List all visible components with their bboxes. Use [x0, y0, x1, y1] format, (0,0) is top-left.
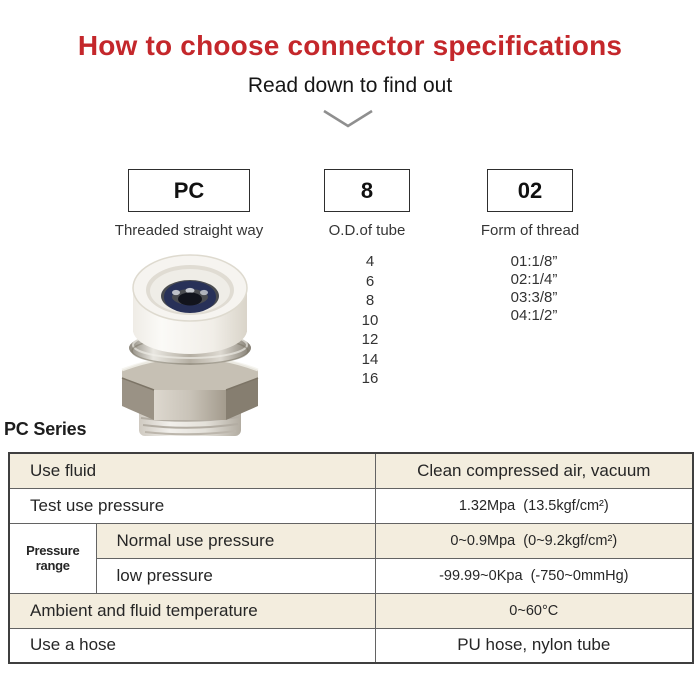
white-collar — [132, 254, 248, 354]
spec-label: low pressure — [95, 557, 376, 594]
table-row-use-fluid: Use fluid Clean compressed air, vacuum — [8, 452, 694, 489]
tube-od-option: 16 — [361, 370, 379, 387]
series-label: PC Series — [4, 419, 87, 439]
tube-od-option: 6 — [365, 272, 375, 290]
table-row-low-pressure: low pressure -99.99~0Kpa (-750~0mmHg) — [9, 557, 694, 594]
tube-od-options: 4 6 8 10 12 14 16 — [327, 252, 413, 389]
thread-form-options: 01:1/8” 02:1/4” 03:3/8” 04:1/2” — [488, 253, 580, 325]
code-box-series-text: PC — [173, 177, 205, 203]
code-box-tube-od-text: 8 — [360, 177, 374, 203]
spec-label: Use a hose — [8, 627, 376, 664]
code-box-thread-form: 02 — [487, 169, 573, 212]
spec-value: Clean compressed air, vacuum — [374, 452, 694, 489]
thread-form-option: 03:3/8” — [510, 289, 558, 306]
thread-form-option: 02:1/4” — [510, 271, 558, 288]
code-box-tube-od: 8 — [324, 169, 410, 212]
spec-value: PU hose, nylon tube — [374, 627, 694, 664]
hex-nut — [121, 355, 259, 420]
thread-form-option: 04:1/2” — [510, 307, 558, 324]
spec-value: 1.32Mpa (13.5kgf/cm²) — [374, 487, 694, 524]
tube-od-option: 4 — [365, 253, 375, 270]
thread-form-option: 01:1/8” — [510, 253, 558, 270]
segment-label-tube-od: O.D.of tube — [328, 222, 406, 239]
tube-od-option: 10 — [361, 311, 379, 329]
tube-od-option: 12 — [361, 331, 379, 348]
spec-value: 0~60°C — [374, 592, 694, 629]
tube-od-option: 14 — [361, 350, 379, 368]
spec-label: Use fluid — [8, 452, 376, 489]
page-subtitle: Read down to find out — [247, 74, 453, 97]
page-title: How to choose connector specifications — [77, 30, 623, 61]
table-row-temperature: Ambient and fluid temperature 0~60°C — [8, 592, 694, 629]
tube-od-option: 8 — [365, 292, 375, 309]
spec-value: -99.99~0Kpa (-750~0mmHg) — [374, 557, 694, 594]
spec-label: Normal use pressure — [95, 522, 376, 559]
chevron-down-icon — [323, 109, 373, 128]
spec-label: Test use pressure — [8, 487, 376, 524]
connector-photo — [121, 254, 259, 436]
spec-value: 0~0.9Mpa (0~9.2kgf/cm²) — [374, 522, 694, 559]
segment-label-thread-form: Form of thread — [480, 222, 580, 239]
table-row-hose: Use a hose PU hose, nylon tube — [8, 627, 694, 664]
table-row-test-pressure: Test use pressure 1.32Mpa (13.5kgf/cm²) — [8, 487, 694, 524]
code-box-thread-form-text: 02 — [517, 177, 543, 203]
segment-label-series: Threaded straight way — [114, 222, 264, 239]
table-row-normal-pressure: Pressure range Normal use pressure 0~0.9… — [8, 522, 694, 594]
spec-group-label: Pressure range — [8, 522, 97, 594]
spec-table: Use fluid Clean compressed air, vacuum T… — [8, 452, 695, 664]
spec-label: Ambient and fluid temperature — [8, 592, 376, 629]
code-box-series: PC — [128, 169, 250, 212]
